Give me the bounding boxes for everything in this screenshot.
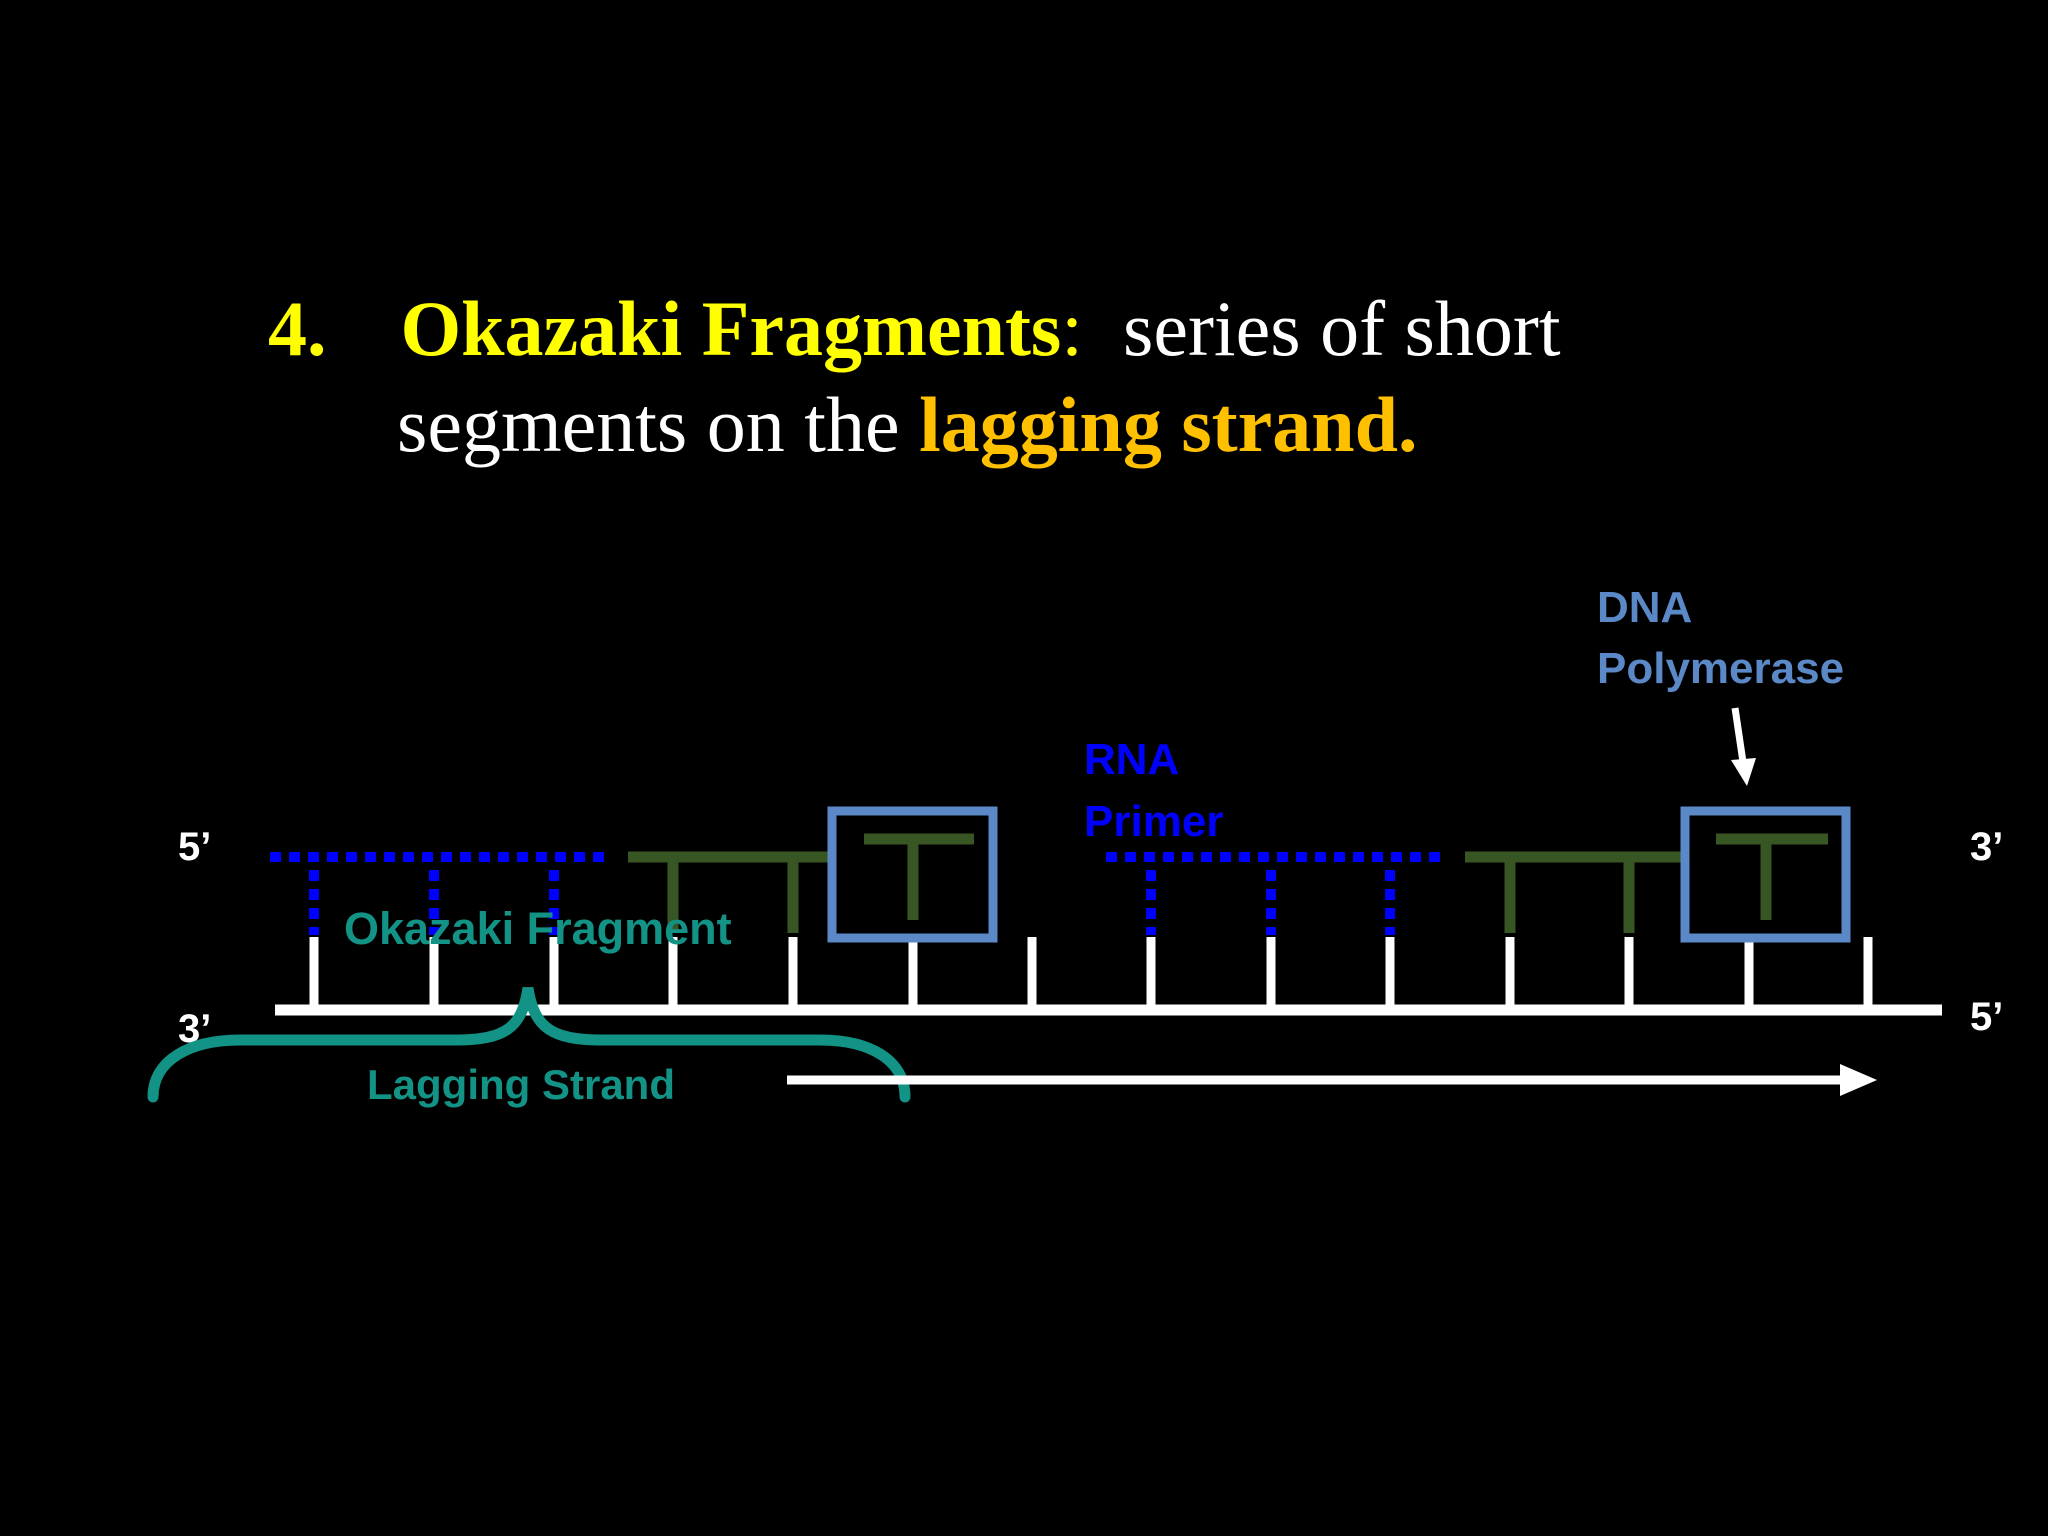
right-arrow-icon xyxy=(787,1064,1877,1096)
label-top-right-3prime: 3’ xyxy=(1970,825,2003,869)
lagging-strand-brace xyxy=(147,987,911,1103)
title-line1-rest: series of short xyxy=(1122,285,1561,372)
template-strand xyxy=(275,937,1942,1016)
rna-primer-left xyxy=(270,852,612,935)
okazaki-fragment-label: Okazaki Fragment xyxy=(344,903,732,954)
title-line-1: 4.Okazaki Fragments:series of short xyxy=(268,290,1561,368)
label-bottom-right-5prime: 5’ xyxy=(1970,995,2003,1039)
rna-primer-label-line2: Primer xyxy=(1084,797,1223,846)
title-number: 4. xyxy=(268,285,327,372)
dna-polymerase-label-line1: DNA xyxy=(1597,583,1692,632)
new-dna-left xyxy=(628,833,974,933)
down-arrow-icon xyxy=(1731,707,1756,786)
dna-polymerase-label-line2: Polymerase xyxy=(1597,644,1844,693)
label-top-left-5prime: 5’ xyxy=(178,825,211,869)
rna-primer-right xyxy=(1106,852,1448,935)
lagging-strand-label: Lagging Strand xyxy=(367,1061,675,1108)
dna-polymerase-box-left xyxy=(827,806,998,943)
title-line2-plain: segments on the xyxy=(397,381,920,468)
title-term: Okazaki Fragments xyxy=(400,285,1062,372)
new-dna-right xyxy=(1465,833,1828,933)
title-line2-highlight: lagging strand. xyxy=(919,381,1418,468)
title-line-2: segments on the lagging strand. xyxy=(397,386,1418,464)
dna-polymerase-box-right xyxy=(1680,806,1851,943)
title-colon: : xyxy=(1061,285,1083,372)
rna-primer-label-line1: RNA xyxy=(1084,735,1179,784)
